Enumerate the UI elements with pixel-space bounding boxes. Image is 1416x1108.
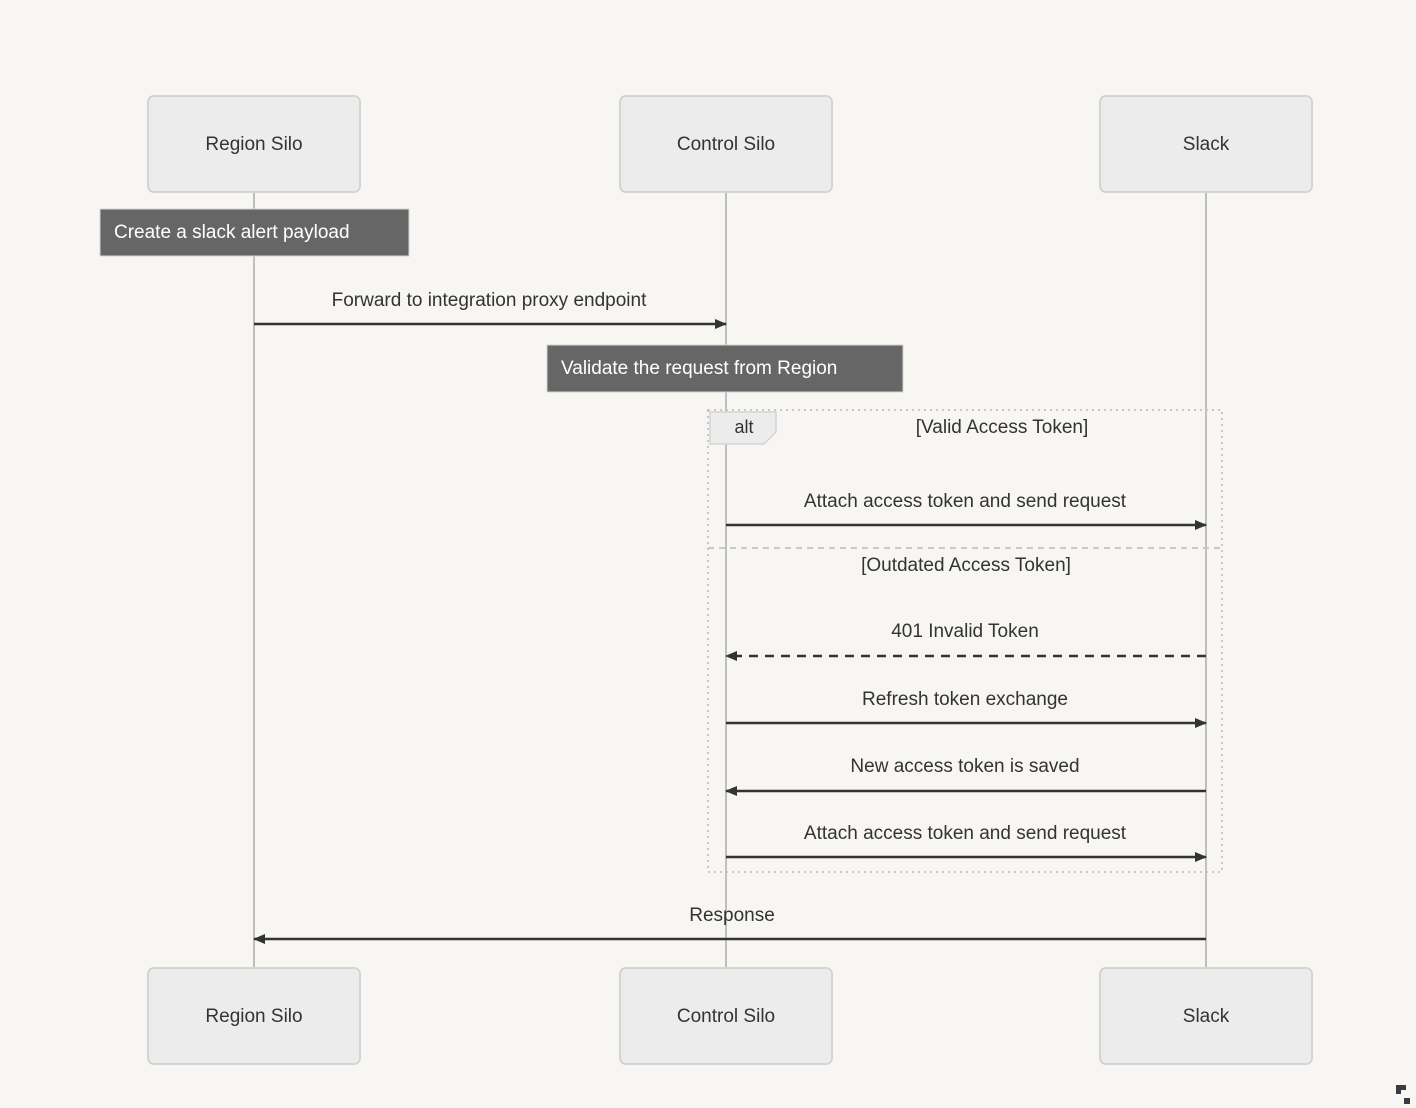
actor-slack-bottom[interactable]: Slack xyxy=(1099,967,1313,1065)
actor-box-slack-bottom xyxy=(1099,967,1313,1065)
actor-label-slack-top: Slack xyxy=(1183,134,1230,155)
note-box-validate-request xyxy=(546,344,904,393)
note-validate-request[interactable]: Validate the request from Region xyxy=(546,344,904,393)
actor-label-control-silo-bottom: Control Silo xyxy=(677,1006,775,1027)
actor-region-silo-bottom[interactable]: Region Silo xyxy=(147,967,361,1065)
message-forward-proxy[interactable]: Forward to integration proxy endpoint xyxy=(254,290,727,329)
alt-fragment[interactable]: alt [Valid Access Token] [Outdated Acces… xyxy=(707,409,1223,873)
message-label-new-token-saved: New access token is saved xyxy=(850,756,1079,777)
message-label-refresh-token: Refresh token exchange xyxy=(862,689,1068,710)
alt-fragment-border xyxy=(707,409,1223,873)
message-refresh-token[interactable]: Refresh token exchange xyxy=(726,689,1207,728)
alt-condition-label-2: [Outdated Access Token] xyxy=(861,555,1071,576)
actor-box-slack-top xyxy=(1099,95,1313,193)
note-box-create-payload xyxy=(99,208,410,257)
message-label-forward-proxy: Forward to integration proxy endpoint xyxy=(332,290,647,311)
actor-box-control-silo-top xyxy=(619,95,833,193)
message-attach-token-1[interactable]: Attach access token and send request xyxy=(726,491,1207,530)
actor-box-region-silo-bottom xyxy=(147,967,361,1065)
note-create-payload[interactable]: Create a slack alert payload xyxy=(99,208,410,257)
note-label-validate-request: Validate the request from Region xyxy=(561,358,837,379)
actor-label-control-silo-top: Control Silo xyxy=(677,134,775,155)
alt-tab-shape xyxy=(709,411,777,445)
message-new-token-saved[interactable]: New access token is saved xyxy=(725,756,1206,796)
message-response[interactable]: Response xyxy=(253,905,1206,944)
message-label-attach-token-1: Attach access token and send request xyxy=(804,491,1127,512)
actor-control-silo-top[interactable]: Control Silo xyxy=(619,95,833,193)
actor-label-region-silo-bottom: Region Silo xyxy=(205,1006,302,1027)
message-attach-token-2[interactable]: Attach access token and send request xyxy=(726,823,1207,862)
message-401-invalid[interactable]: 401 Invalid Token xyxy=(725,621,1206,661)
alt-condition-label-1: [Valid Access Token] xyxy=(916,417,1089,438)
actor-label-slack-bottom: Slack xyxy=(1183,1006,1230,1027)
actor-box-region-silo-top xyxy=(147,95,361,193)
alt-tab-label: alt xyxy=(734,417,753,437)
actor-control-silo-bottom[interactable]: Control Silo xyxy=(619,967,833,1065)
actor-region-silo-top[interactable]: Region Silo xyxy=(147,95,361,193)
message-label-attach-token-2: Attach access token and send request xyxy=(804,823,1127,844)
actor-label-region-silo-top: Region Silo xyxy=(205,134,302,155)
actor-box-control-silo-bottom xyxy=(619,967,833,1065)
actor-slack-top[interactable]: Slack xyxy=(1099,95,1313,193)
corner-resize-handle[interactable] xyxy=(1396,1085,1410,1104)
note-label-create-payload: Create a slack alert payload xyxy=(114,222,350,243)
message-label-401-invalid: 401 Invalid Token xyxy=(891,621,1039,642)
message-label-response: Response xyxy=(689,905,775,926)
